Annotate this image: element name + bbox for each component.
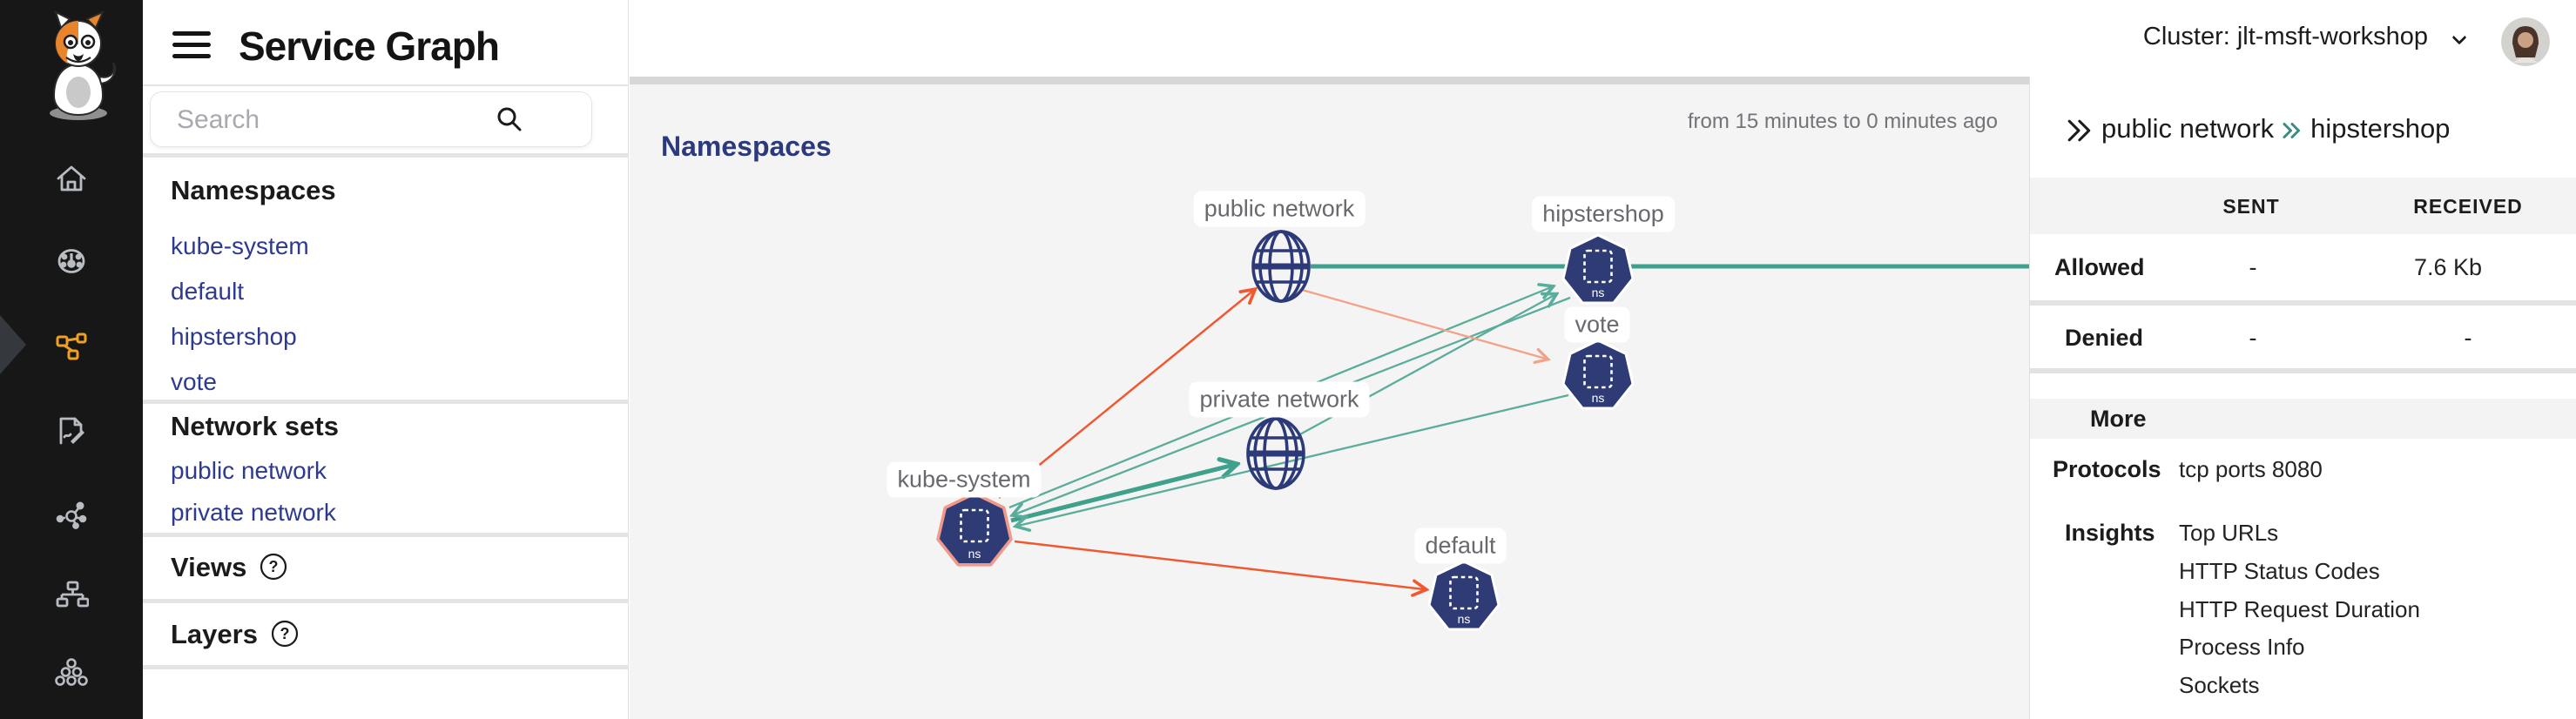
node-label-private-network[interactable]: private network: [1189, 381, 1370, 418]
chevron-down-icon[interactable]: [2451, 30, 2467, 47]
app-sidebar: [0, 0, 143, 719]
top-header-right: Cluster: jlt-msft-workshop: [2029, 0, 2576, 77]
reports-icon[interactable]: [54, 413, 89, 448]
section-header-network-sets[interactable]: Network sets: [171, 411, 339, 441]
time-range-label: from 15 minutes to 0 minutes ago: [1687, 110, 1998, 133]
insight-item-top-urls[interactable]: Top URLs: [2179, 520, 2279, 546]
edge-details-panel: public network hipstershop SENT RECEIVED…: [2029, 77, 2576, 719]
edge-vote-to-kube-system[interactable]: [1018, 393, 1569, 526]
edge-kube-system-to-public-network[interactable]: [998, 291, 1253, 499]
breadcrumb: public network hipstershop: [2030, 77, 2576, 178]
node-vote[interactable]: ns: [1561, 339, 1635, 410]
navigation-panel: Service Graph Namespaces kube-system def…: [143, 0, 752, 719]
edge-public-network-to-vote[interactable]: [1301, 288, 1546, 359]
more-label: More: [2090, 406, 2147, 432]
column-header-received: RECEIVED: [2413, 195, 2523, 218]
denied-received-value: -: [2464, 325, 2472, 351]
edge-kube-system-to-default[interactable]: [1014, 540, 1424, 589]
graph-svg: ns ns ns ns: [936, 230, 2029, 631]
column-header-sent: SENT: [2222, 195, 2280, 218]
search-box: [150, 91, 592, 147]
node-label-default[interactable]: default: [1414, 527, 1507, 564]
divider: [143, 84, 629, 86]
insight-item-sockets[interactable]: Sockets: [2179, 672, 2260, 698]
insight-item-http-request-duration[interactable]: HTTP Request Duration: [2179, 596, 2420, 622]
section-header-namespaces[interactable]: Namespaces: [171, 175, 336, 205]
menu-icon[interactable]: [172, 31, 211, 61]
divider: [143, 153, 629, 158]
row-label-allowed: Allowed: [2054, 254, 2145, 280]
node-default[interactable]: ns: [1427, 560, 1500, 631]
node-hipstershop[interactable]: ns: [1561, 233, 1635, 305]
table-header-bar: SENT RECEIVED: [2030, 178, 2576, 234]
edge-kube-system-to-private-network[interactable]: [1010, 465, 1234, 523]
sidebar-item-kube-system[interactable]: kube-system: [171, 232, 309, 259]
divider: [143, 400, 629, 404]
home-icon[interactable]: [54, 161, 89, 196]
insight-item-process-info[interactable]: Process Info: [2179, 634, 2305, 660]
page-title: Service Graph: [239, 24, 500, 69]
direction-chevrons-icon: [2283, 123, 2301, 138]
ns-badge: ns: [1592, 286, 1605, 299]
ns-badge: ns: [1592, 391, 1605, 405]
divider: [143, 533, 629, 537]
connections-icon[interactable]: [54, 497, 89, 532]
section-header-views[interactable]: Views?: [171, 552, 288, 588]
cluster-selector[interactable]: Cluster: jlt-msft-workshop: [2142, 23, 2428, 50]
node-label-hipstershop[interactable]: hipstershop: [1532, 196, 1675, 232]
service-graph-icon[interactable]: [54, 327, 89, 362]
breadcrumb-target[interactable]: hipstershop: [2310, 113, 2451, 144]
help-icon[interactable]: ?: [270, 619, 300, 655]
divider: [143, 599, 629, 603]
divider: [2030, 300, 2576, 306]
sidebar-item-default[interactable]: default: [171, 278, 245, 305]
help-icon[interactable]: ?: [259, 552, 288, 588]
cluster-resources-icon[interactable]: [54, 655, 89, 690]
top-header: [630, 0, 2029, 77]
user-avatar[interactable]: [2501, 17, 2550, 66]
row-label-denied: Denied: [2065, 325, 2144, 351]
more-section-bar[interactable]: More: [2030, 399, 2576, 439]
node-public-network[interactable]: [1251, 230, 1311, 303]
sidebar-item-private-network[interactable]: private network: [171, 499, 336, 526]
denied-sent-value: -: [2249, 325, 2257, 351]
svg-text:?: ?: [280, 625, 289, 642]
cat-logo: [50, 10, 117, 120]
node-label-vote[interactable]: vote: [1564, 306, 1630, 343]
node-label-kube-system[interactable]: kube-system: [887, 461, 1042, 498]
svg-text:?: ?: [269, 558, 279, 575]
graph-edges: [998, 264, 2029, 589]
hierarchy-icon[interactable]: [54, 577, 89, 612]
insight-item-http-status-codes[interactable]: HTTP Status Codes: [2179, 558, 2380, 584]
views-label: Views: [171, 552, 247, 582]
allowed-sent-value: -: [2249, 254, 2257, 280]
canvas-title: Namespaces: [661, 131, 832, 162]
divider: [2030, 368, 2576, 373]
allowed-received-value: 7.6 Kb: [2413, 254, 2483, 280]
breadcrumb-source[interactable]: public network: [2101, 113, 2275, 144]
service-graph-canvas[interactable]: Namespaces from 15 minutes to 0 minutes …: [630, 77, 2029, 719]
ns-badge: ns: [1458, 612, 1471, 626]
node-private-network[interactable]: [1246, 417, 1305, 490]
node-label-public-network[interactable]: public network: [1193, 191, 1366, 227]
divider: [143, 665, 629, 669]
search-input[interactable]: [177, 104, 508, 136]
protocols-value: tcp ports 8080: [2179, 456, 2323, 482]
sidebar-item-public-network[interactable]: public network: [171, 457, 327, 484]
active-section-notch: [0, 315, 26, 374]
layers-label: Layers: [171, 619, 258, 649]
canvas-top-strip: [630, 77, 2029, 84]
node-kube-system[interactable]: ns: [936, 492, 1013, 567]
search-icon[interactable]: [494, 104, 525, 136]
protocols-label: Protocols: [2053, 456, 2161, 482]
section-header-layers[interactable]: Layers?: [171, 619, 300, 655]
sidebar-item-vote[interactable]: vote: [171, 368, 217, 395]
ns-badge: ns: [968, 547, 981, 561]
collapse-details-icon[interactable]: [2063, 115, 2094, 146]
dashboard-gauge-icon[interactable]: [54, 244, 89, 279]
insights-label: Insights: [2065, 520, 2155, 546]
sidebar-item-hipstershop[interactable]: hipstershop: [171, 323, 297, 350]
